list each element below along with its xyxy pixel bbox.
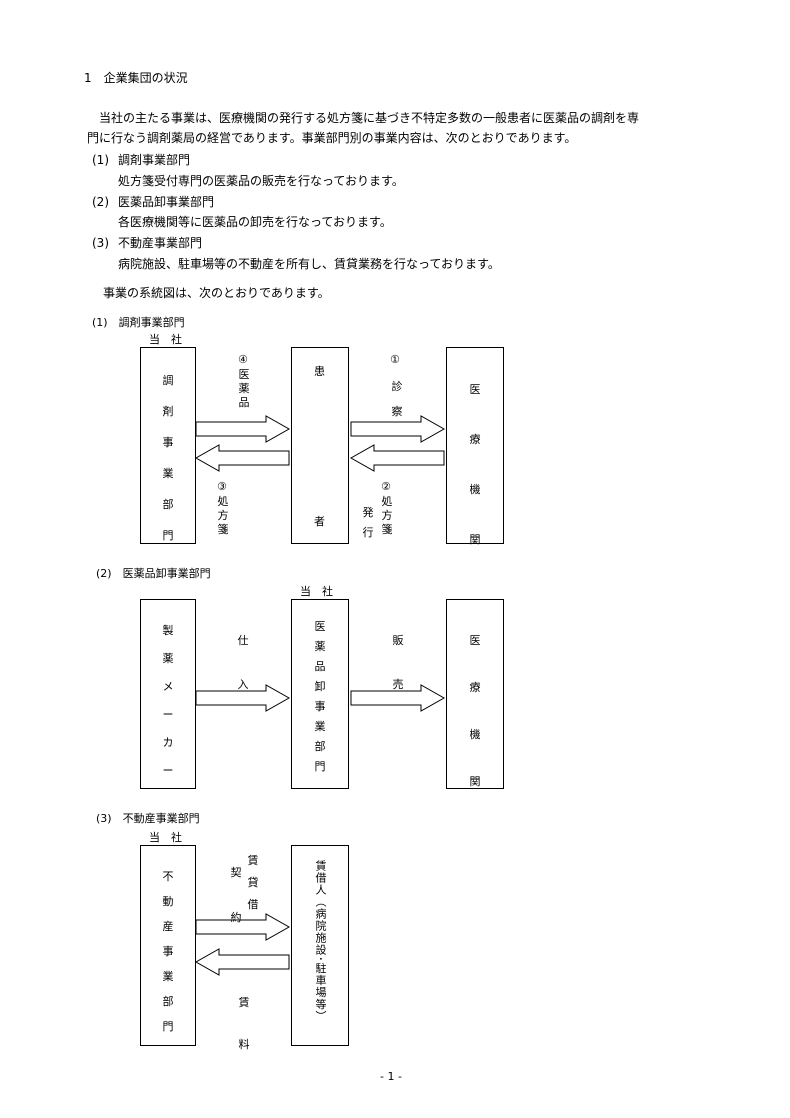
- diagram1-box-medical-label: 医療機関: [469, 383, 481, 546]
- division-2-desc: 各医療機関等に医薬品の卸売を行なっております。: [118, 215, 392, 229]
- diagram1-box-medical: [446, 347, 504, 544]
- diagram3-company-label: 当 社: [149, 831, 182, 844]
- diagram2-box-wholesale-label: 医薬品卸事業部門: [314, 620, 326, 773]
- page-number: - 1 -: [380, 1070, 402, 1083]
- division-3-name: 不動産事業部門: [118, 236, 203, 250]
- diagram1-label-exam: 診察: [391, 380, 403, 418]
- diagram1-label-issue-num: ②: [381, 480, 391, 493]
- diagram2-heading: (2) 医薬品卸事業部門: [96, 567, 211, 580]
- diagram1-box-dispensing-label: 調剤事業部門: [162, 374, 174, 542]
- division-3-desc: 病院施設、駐車場等の不動産を所有し、賃貸業務を行なっております。: [118, 257, 500, 271]
- diagram2-box-medical-label: 医療機関: [469, 634, 481, 788]
- diagram2-label-buy: 仕入: [237, 634, 249, 691]
- diagram1-label-exam-num: ①: [390, 353, 400, 366]
- diagram1-box-patient: [291, 347, 349, 544]
- diagram1-label-issue-side: 発行: [362, 506, 374, 539]
- diagram2-box-medical: [446, 599, 504, 789]
- diagram1-label-issue: 処方箋: [381, 495, 393, 536]
- section-title: 1 企業集団の状況: [84, 71, 188, 85]
- diagram1-label-medicine-num: ④: [238, 353, 248, 366]
- intro-line-2: 門に行なう調剤薬局の経営であります。事業部門別の事業内容は、次のとおりであります…: [87, 131, 577, 145]
- diagram3-label-contract-side: 契約: [230, 866, 242, 924]
- division-1-name: 調剤事業部門: [118, 153, 191, 167]
- diagram1-label-rx-num: ③: [217, 480, 227, 493]
- division-1-num: (1): [92, 153, 109, 167]
- diagram1-heading: (1) 調剤事業部門: [92, 316, 185, 329]
- division-3-num: (3): [92, 236, 109, 250]
- diagram1-box-patient-bottom: 者: [314, 515, 325, 528]
- diagram1-company-label: 当 社: [149, 333, 182, 346]
- arrow-right-exam: [350, 415, 446, 443]
- arrow-left-rx: [194, 444, 290, 472]
- division-2-num: (2): [92, 195, 109, 209]
- diagram2-company-label: 当 社: [300, 585, 333, 598]
- diagram1-box-dispensing: [140, 347, 196, 544]
- arrow-left-rent: [194, 948, 290, 976]
- diagram1-box-patient-top: 患: [314, 365, 325, 378]
- diagram1-label-rx: 処方箋: [217, 495, 229, 536]
- intro-line-1: 当社の主たる事業は、医療機関の発行する処方箋に基づき不特定多数の一般患者に医薬品…: [99, 111, 640, 125]
- diagram3-box-realestate: [140, 845, 196, 1046]
- division-2-name: 医薬品卸事業部門: [118, 195, 215, 209]
- diagram2-box-maker: [140, 599, 196, 789]
- diagram3-box-lessee-label: 賃借人（病院施設･駐車場等）: [314, 860, 327, 1023]
- diagram3-box-realestate-label: 不動産事業部門: [162, 870, 174, 1033]
- arrow-right-sell: [350, 684, 446, 712]
- arrow-left-issue: [349, 444, 445, 472]
- diagram1-label-medicine: 医薬品: [238, 368, 250, 409]
- diagram3-box-lessee: [291, 845, 349, 1046]
- diagram3-label-rent: 賃料: [238, 996, 250, 1051]
- arrow-right-buy: [195, 684, 291, 712]
- arrow-right-lease: [195, 913, 291, 941]
- diagram2-box-maker-label: 製薬メーカー: [162, 624, 174, 777]
- diagram2-label-sell: 販売: [392, 634, 404, 691]
- diagram3-heading: (3) 不動産事業部門: [96, 812, 200, 825]
- diagram2-box-wholesale: [291, 599, 349, 789]
- arrow-right-medicine: [195, 415, 291, 443]
- division-1-desc: 処方箋受付専門の医薬品の販売を行なっております。: [118, 174, 404, 188]
- diagram-intro: 事業の系統図は、次のとおりであります。: [103, 286, 330, 300]
- diagram3-label-contract: 賃貸借: [247, 854, 259, 911]
